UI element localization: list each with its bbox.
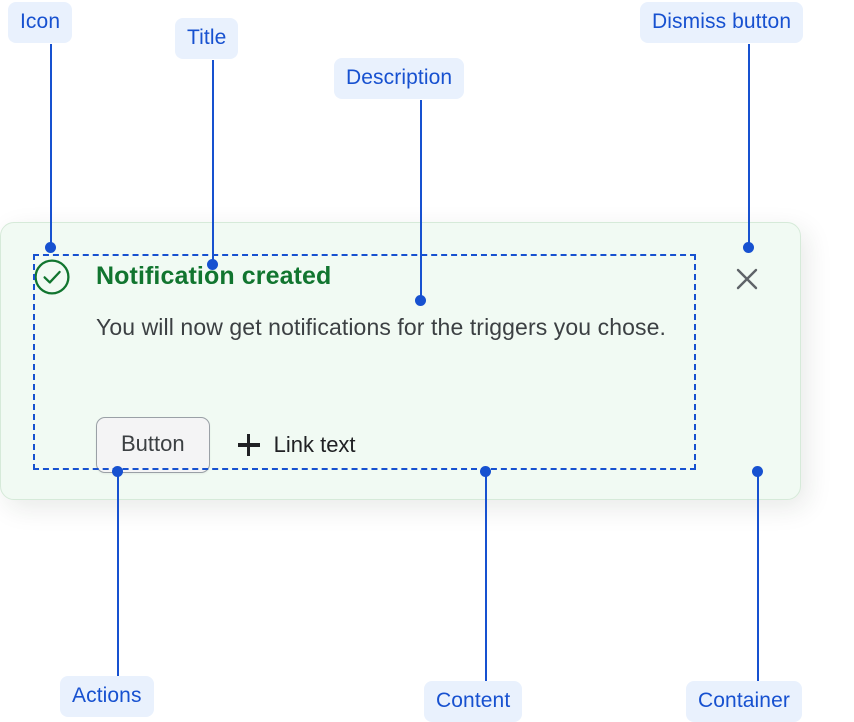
annotation-dismiss-button: Dismiss button <box>640 2 804 43</box>
annotation-icon-leader <box>50 44 52 249</box>
annotation-container: Container <box>686 681 802 722</box>
notification-description: You will now get notifications for the t… <box>96 314 667 340</box>
annotation-title: Title <box>175 18 239 59</box>
annotation-title-dot <box>207 259 218 270</box>
annotation-dismiss-button-leader <box>748 44 750 249</box>
annotation-actions-dot <box>112 466 123 477</box>
annotation-content-leader <box>485 471 487 681</box>
annotation-icon-dot <box>45 242 56 253</box>
link-action-label: Link text <box>273 432 356 457</box>
annotation-container-leader <box>757 471 759 681</box>
annotation-icon: Icon <box>8 2 73 43</box>
notification-actions: Button Link text <box>96 417 356 473</box>
annotation-container-dot <box>752 466 763 477</box>
link-action[interactable]: Link text <box>237 432 356 458</box>
check-circle-icon <box>33 258 71 296</box>
annotation-description-leader <box>420 100 422 300</box>
annotation-description-dot <box>415 295 426 306</box>
annotation-title-leader <box>212 60 214 265</box>
annotation-description: Description <box>334 58 465 99</box>
plus-icon <box>237 434 260 456</box>
primary-action-button[interactable]: Button <box>96 417 210 473</box>
annotation-dismiss-button-dot <box>743 242 754 253</box>
annotation-actions-leader <box>117 471 119 676</box>
close-icon <box>734 266 760 295</box>
annotation-content-dot <box>480 466 491 477</box>
annotation-actions: Actions <box>60 676 154 717</box>
dismiss-button[interactable] <box>728 261 766 299</box>
annotation-content: Content <box>424 681 523 722</box>
